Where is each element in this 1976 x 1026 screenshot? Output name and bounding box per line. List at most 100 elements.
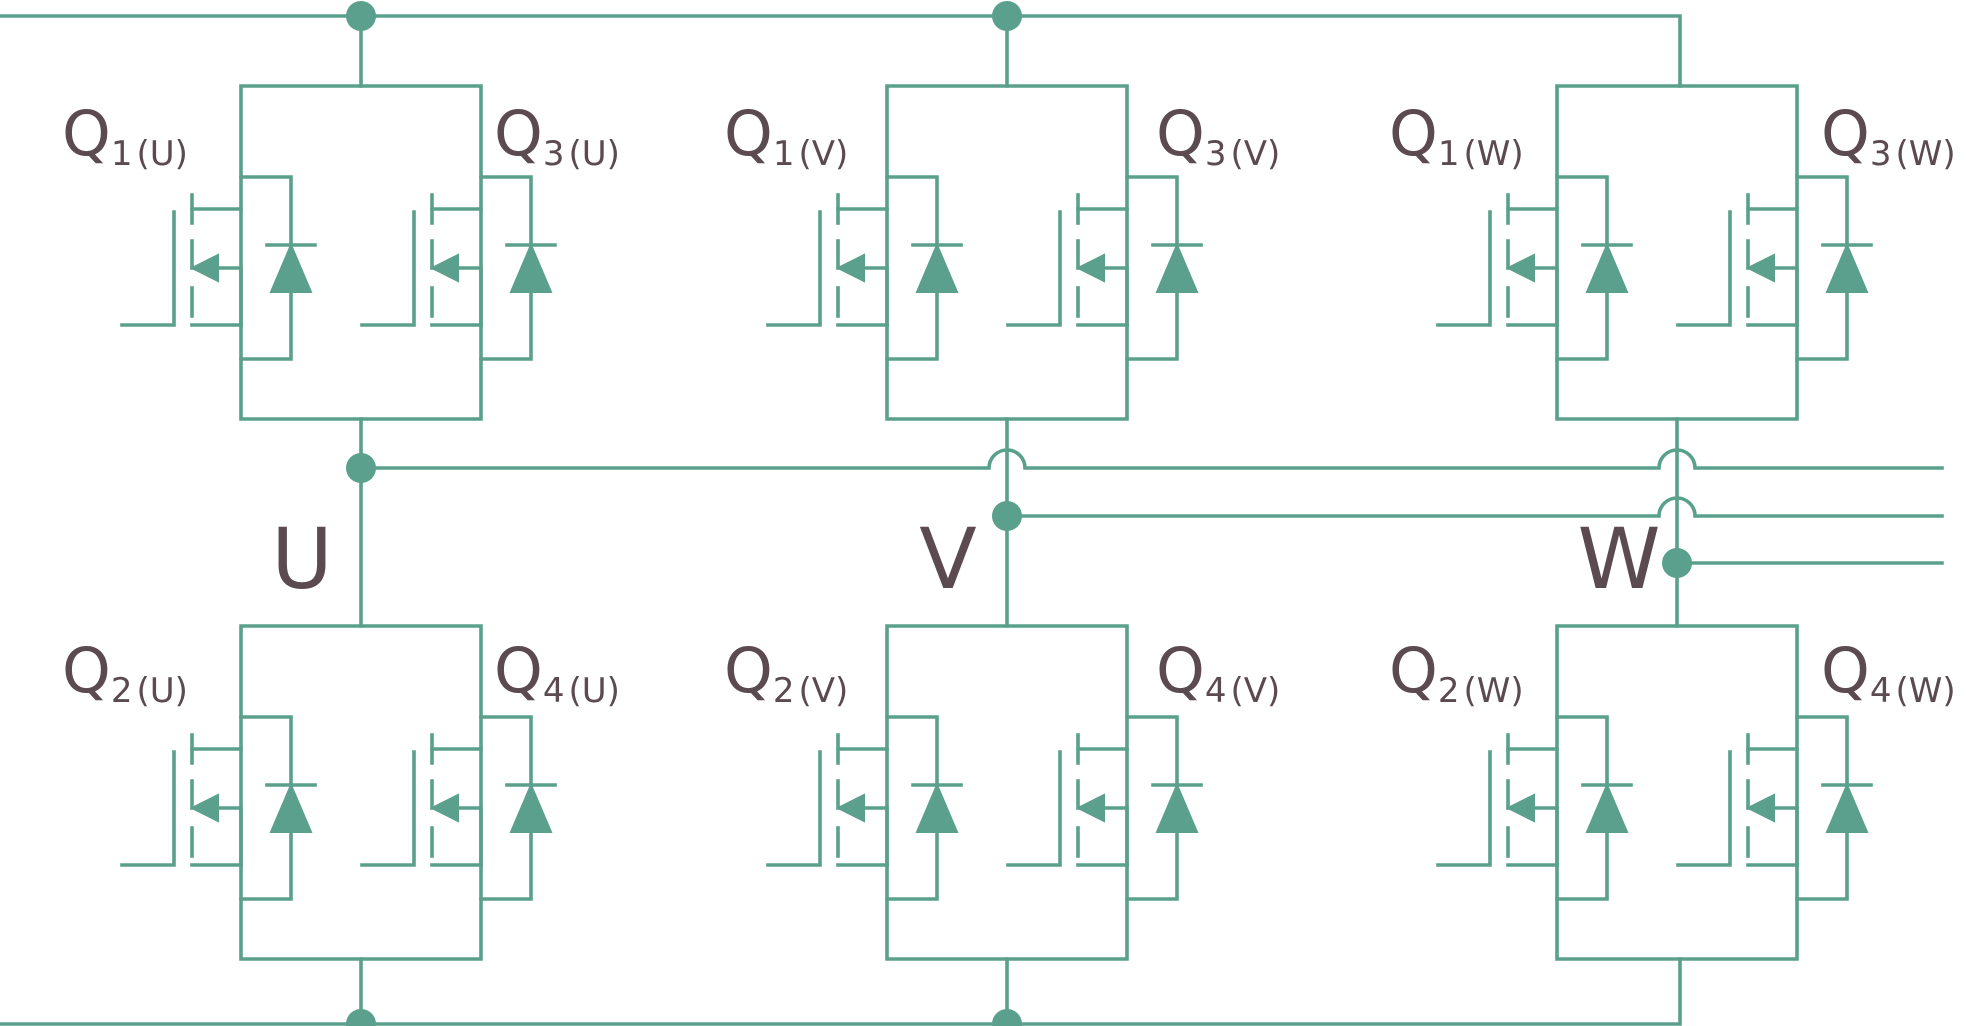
- diode-triangle: [1155, 782, 1199, 833]
- body-lead: [862, 266, 889, 327]
- gate-lead: [1676, 210, 1732, 327]
- body-arrow: [429, 793, 459, 823]
- switch-phase: (W): [1463, 134, 1523, 174]
- switch-subscript: 2: [773, 671, 795, 711]
- junction-u: [346, 453, 376, 483]
- switch-main: Q: [62, 97, 111, 170]
- phase-label-w: W: [1577, 510, 1660, 608]
- body-arrow: [1505, 793, 1535, 823]
- body-arrow: [835, 253, 865, 283]
- diode-triangle: [1825, 242, 1869, 293]
- module-frame-upper-u: [239, 84, 483, 421]
- switch-phase: (V): [1230, 134, 1280, 174]
- switch-label-u-2: Q2(U): [62, 634, 188, 711]
- switch-main: Q: [1156, 634, 1205, 707]
- body-lead: [1532, 266, 1559, 327]
- switch-main: Q: [1389, 634, 1438, 707]
- body-lead: [1772, 806, 1799, 867]
- switch-subscript: 3: [1870, 134, 1892, 174]
- gate-lead: [766, 750, 822, 867]
- gate-lead: [1436, 210, 1492, 327]
- switch-label-u-4: Q4(U): [494, 634, 620, 711]
- switch-subscript: 1: [773, 134, 795, 174]
- switch-label-w-4: Q4(W): [1821, 634, 1956, 711]
- gate-lead: [1006, 210, 1062, 327]
- junction-v: [992, 501, 1022, 531]
- body-arrow: [1075, 793, 1105, 823]
- gate-lead: [120, 750, 176, 867]
- body-arrow: [189, 253, 219, 283]
- switch-phase: (U): [136, 671, 187, 711]
- phase-label-v: V: [919, 510, 976, 608]
- switch-phase: (W): [1895, 671, 1955, 711]
- diode-triangle: [1825, 782, 1869, 833]
- body-lead: [456, 806, 483, 867]
- diode-triangle: [1155, 242, 1199, 293]
- positive-rail: [0, 14, 1682, 88]
- switch-label-u-1: Q1(U): [62, 97, 188, 174]
- body-lead: [1532, 806, 1559, 867]
- rail-node-top-0: [346, 1, 376, 31]
- mosfet-right-upper-w: [1676, 175, 1873, 361]
- body-lead: [862, 806, 889, 867]
- gate-lead: [766, 210, 822, 327]
- switch-label-w-1: Q1(W): [1389, 97, 1524, 174]
- switch-subscript: 1: [1438, 134, 1460, 174]
- body-lead: [1102, 806, 1129, 867]
- gate-lead: [1676, 750, 1732, 867]
- diode-triangle: [269, 242, 313, 293]
- switch-label-w-2: Q2(W): [1389, 634, 1524, 711]
- switch-subscript: 2: [1438, 671, 1460, 711]
- mosfet-right-lower-u: [360, 715, 557, 901]
- switch-main: Q: [1821, 97, 1870, 170]
- body-lead: [216, 266, 243, 327]
- switch-label-v-3: Q3(V): [1156, 97, 1280, 174]
- body-arrow: [429, 253, 459, 283]
- body-lead: [456, 266, 483, 327]
- switch-main: Q: [1156, 97, 1205, 170]
- module-frame-lower-u: [239, 624, 483, 961]
- module-frame-upper-v: [885, 84, 1129, 421]
- mosfet-left-upper-u: [120, 175, 317, 361]
- body-lead: [1102, 266, 1129, 327]
- switch-main: Q: [724, 97, 773, 170]
- diode-triangle: [915, 782, 959, 833]
- gate-lead: [360, 210, 416, 327]
- body-lead: [216, 806, 243, 867]
- switch-phase: (V): [1230, 671, 1280, 711]
- mosfet-left-lower-v: [766, 715, 963, 901]
- switch-label-w-3: Q3(W): [1821, 97, 1956, 174]
- switch-phase: (U): [568, 671, 619, 711]
- negative-rail: [0, 957, 1682, 1026]
- mosfet-right-lower-w: [1676, 715, 1873, 901]
- switch-phase: (V): [798, 671, 848, 711]
- switch-phase: (U): [568, 134, 619, 174]
- switch-phase: (W): [1463, 671, 1523, 711]
- switch-phase: (V): [798, 134, 848, 174]
- module-frame-lower-w: [1555, 624, 1799, 961]
- gate-lead: [1006, 750, 1062, 867]
- switch-label-v-4: Q4(V): [1156, 634, 1280, 711]
- body-arrow: [189, 793, 219, 823]
- module-frame-upper-w: [1555, 84, 1799, 421]
- diode-triangle: [509, 782, 553, 833]
- gate-lead: [1436, 750, 1492, 867]
- phase-label-u: U: [271, 510, 332, 608]
- junction-w: [1662, 548, 1692, 578]
- switch-main: Q: [62, 634, 111, 707]
- switch-subscript: 4: [1205, 671, 1227, 711]
- body-lead: [1772, 266, 1799, 327]
- switch-label-v-2: Q2(V): [724, 634, 848, 711]
- switch-main: Q: [1821, 634, 1870, 707]
- diode-triangle: [269, 782, 313, 833]
- label-layer: Q1(U)Q3(U)Q2(U)Q4(U)UQ1(V)Q3(V)Q2(V)Q4(V…: [62, 97, 1956, 711]
- switch-label-u-3: Q3(U): [494, 97, 620, 174]
- switch-subscript: 3: [543, 134, 565, 174]
- body-arrow: [1745, 253, 1775, 283]
- output-line-u: [359, 448, 1944, 470]
- switch-main: Q: [494, 97, 543, 170]
- switch-subscript: 2: [111, 671, 133, 711]
- mosfet-left-upper-w: [1436, 175, 1633, 361]
